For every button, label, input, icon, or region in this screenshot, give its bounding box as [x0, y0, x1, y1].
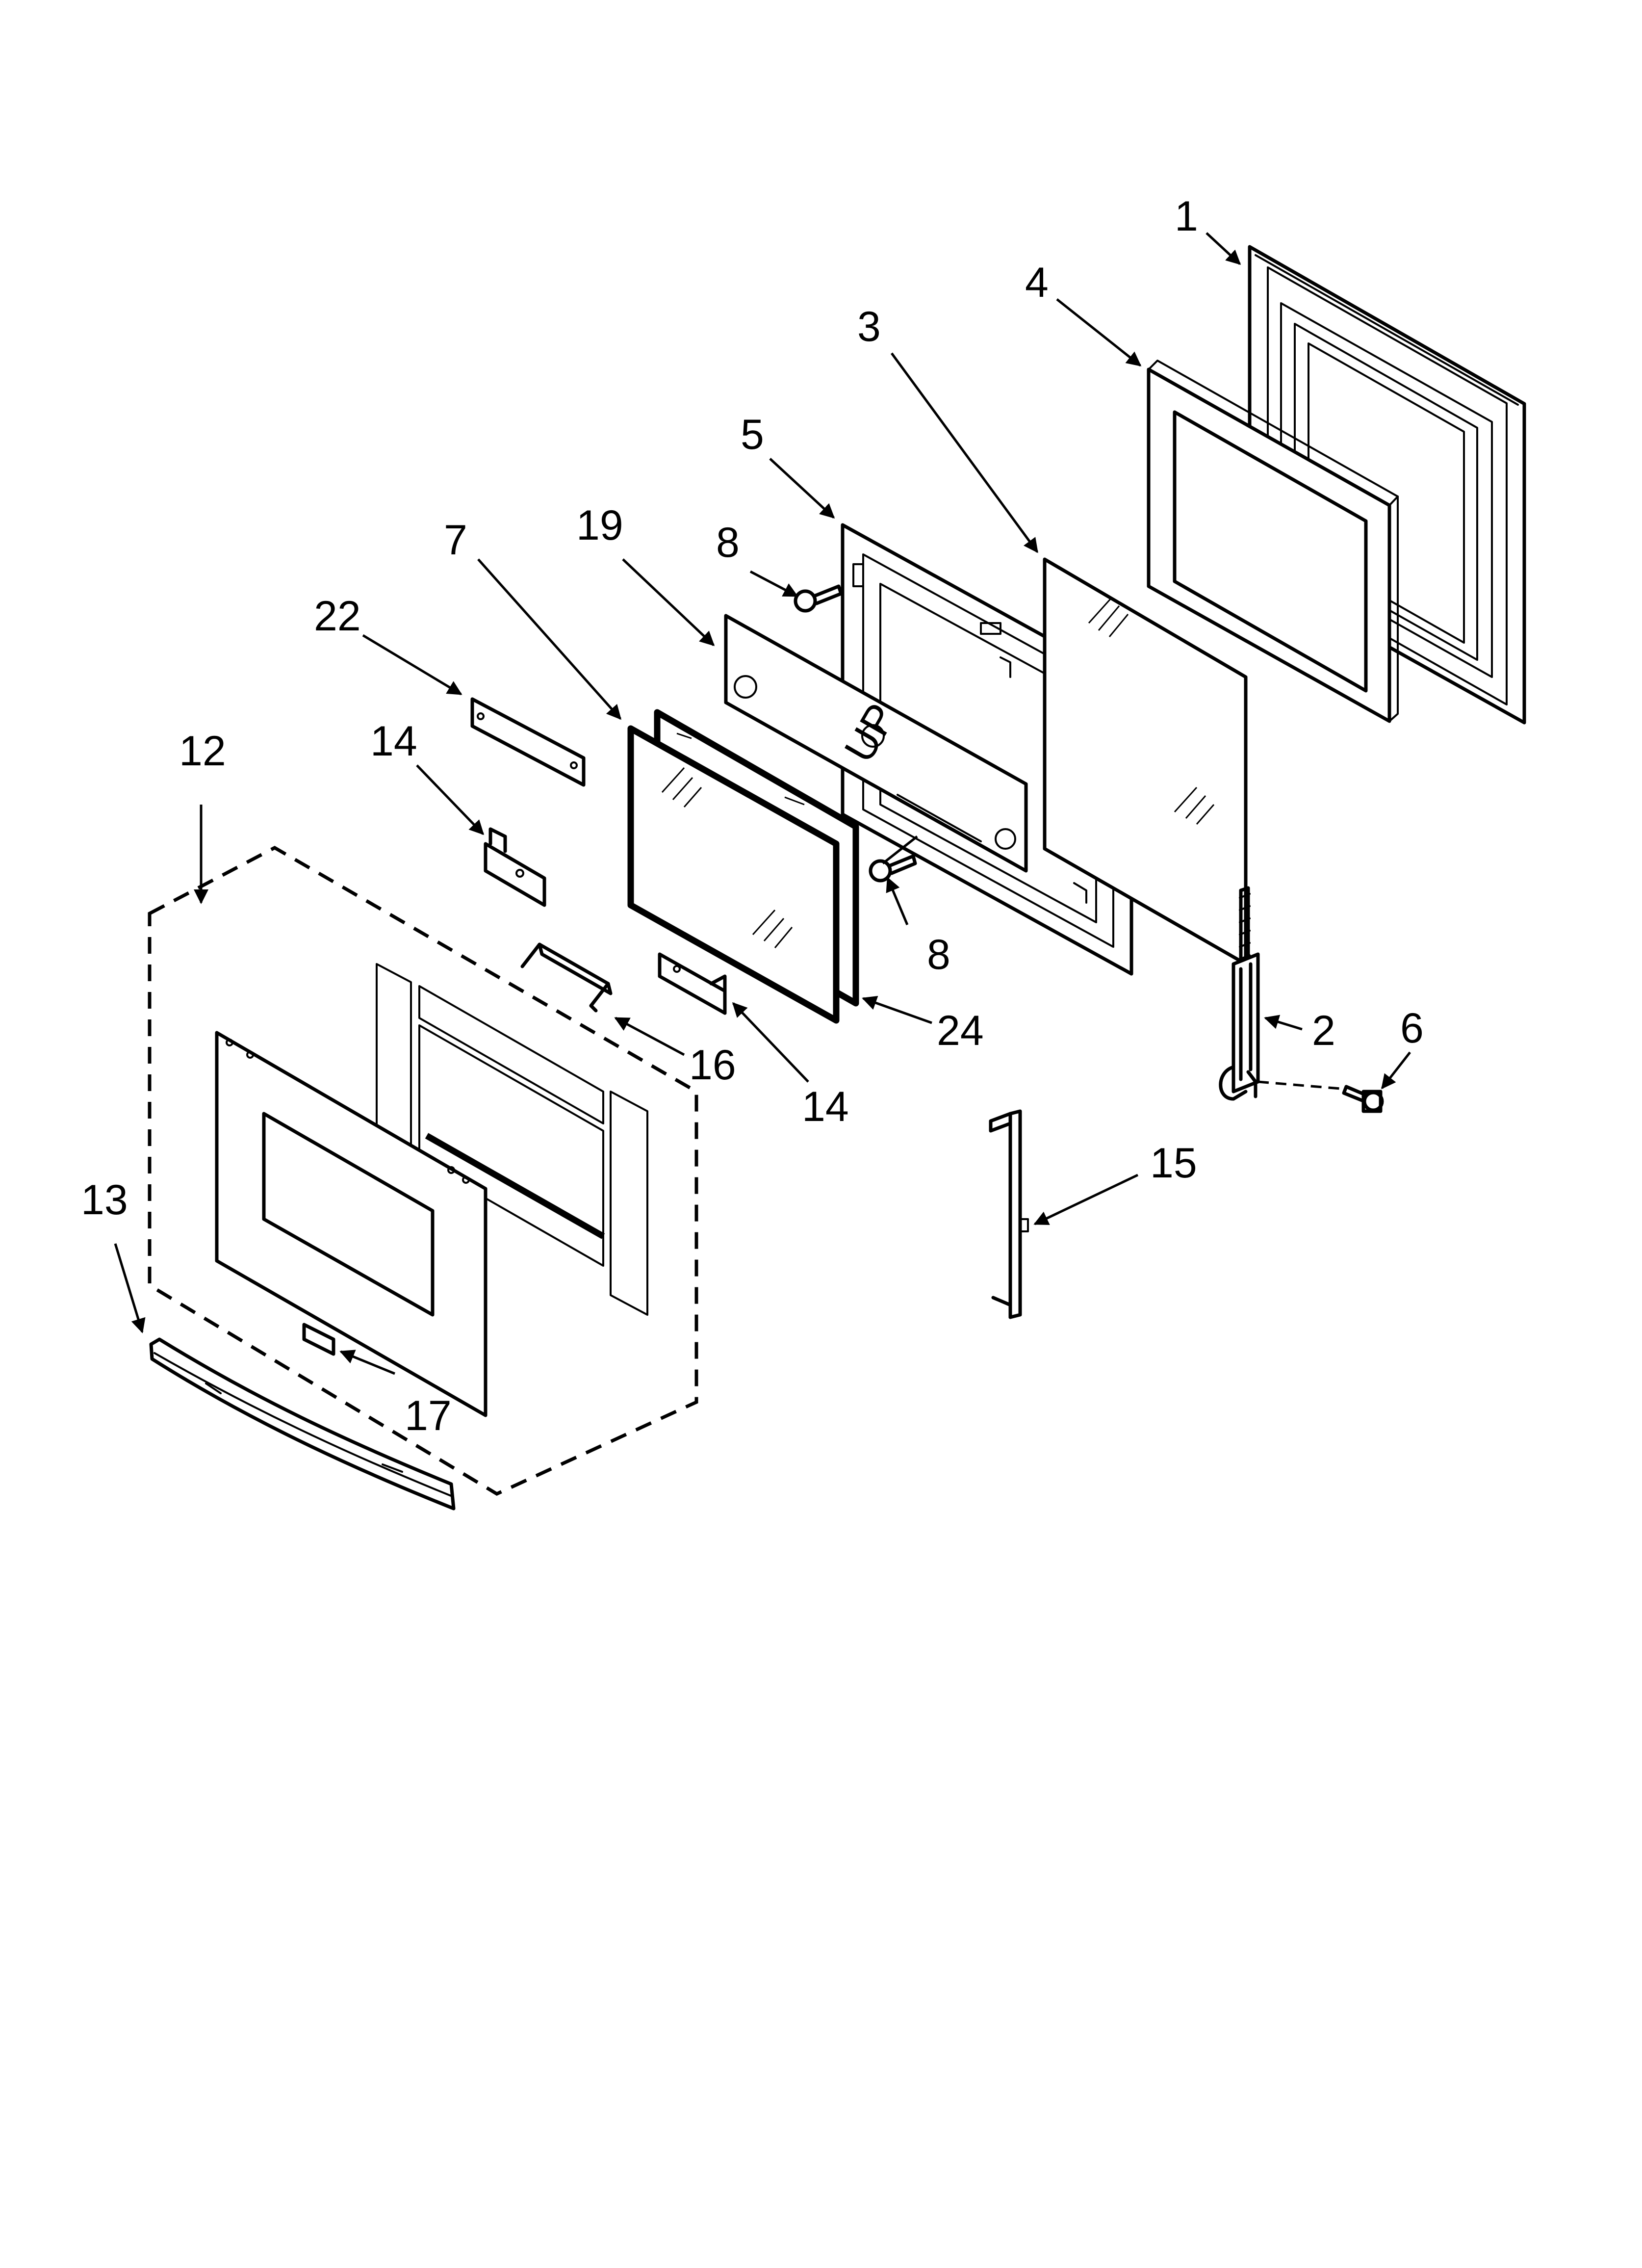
callout-6: 6	[1400, 1005, 1424, 1052]
callout-14-left: 14	[370, 718, 417, 765]
callout-5: 5	[741, 411, 764, 458]
callout-19: 19	[576, 502, 623, 549]
part-14-hinge-support-left	[484, 827, 546, 907]
part-8-screw-upper	[794, 584, 843, 613]
part-22-bracket	[470, 697, 586, 787]
callout-17: 17	[405, 1392, 452, 1439]
callout-labels: 1 2 3 4 5 6 7 8 8 12 13 14 14 15 16 17 1…	[81, 193, 1424, 1439]
callout-24: 24	[937, 1007, 984, 1054]
callout-2: 2	[1312, 1007, 1335, 1054]
callout-8-lower: 8	[927, 931, 950, 978]
callout-3: 3	[857, 303, 881, 350]
callout-13: 13	[81, 1176, 128, 1224]
part-15-trim-bracket	[989, 1109, 1029, 1319]
callout-7: 7	[444, 517, 467, 564]
leader-lines	[114, 232, 1411, 1375]
callout-1: 1	[1175, 193, 1198, 240]
callout-14-right: 14	[802, 1083, 849, 1130]
part-13-door-handle	[149, 1337, 456, 1511]
part-17-badge	[302, 1323, 335, 1356]
part-14-hinge-support-right	[658, 952, 727, 1015]
part-6-hinge-screw	[1257, 1080, 1384, 1113]
part-4-door-frame	[1147, 360, 1399, 723]
outer-door-glass-panel	[215, 1031, 487, 1417]
part-19-baffle-plate: UP	[724, 614, 1028, 873]
callout-8-upper: 8	[716, 519, 740, 566]
callout-12: 12	[179, 728, 226, 775]
part-16-handle-bracket	[520, 942, 613, 1013]
part-7-glass-pack-front	[627, 725, 840, 1024]
callout-22: 22	[314, 593, 361, 640]
callout-16: 16	[689, 1042, 736, 1089]
part-12-outer-door-assembly-outline	[148, 846, 698, 1496]
callout-4: 4	[1025, 259, 1049, 306]
part-8-screw-lower	[869, 854, 917, 883]
callout-15: 15	[1150, 1140, 1197, 1187]
